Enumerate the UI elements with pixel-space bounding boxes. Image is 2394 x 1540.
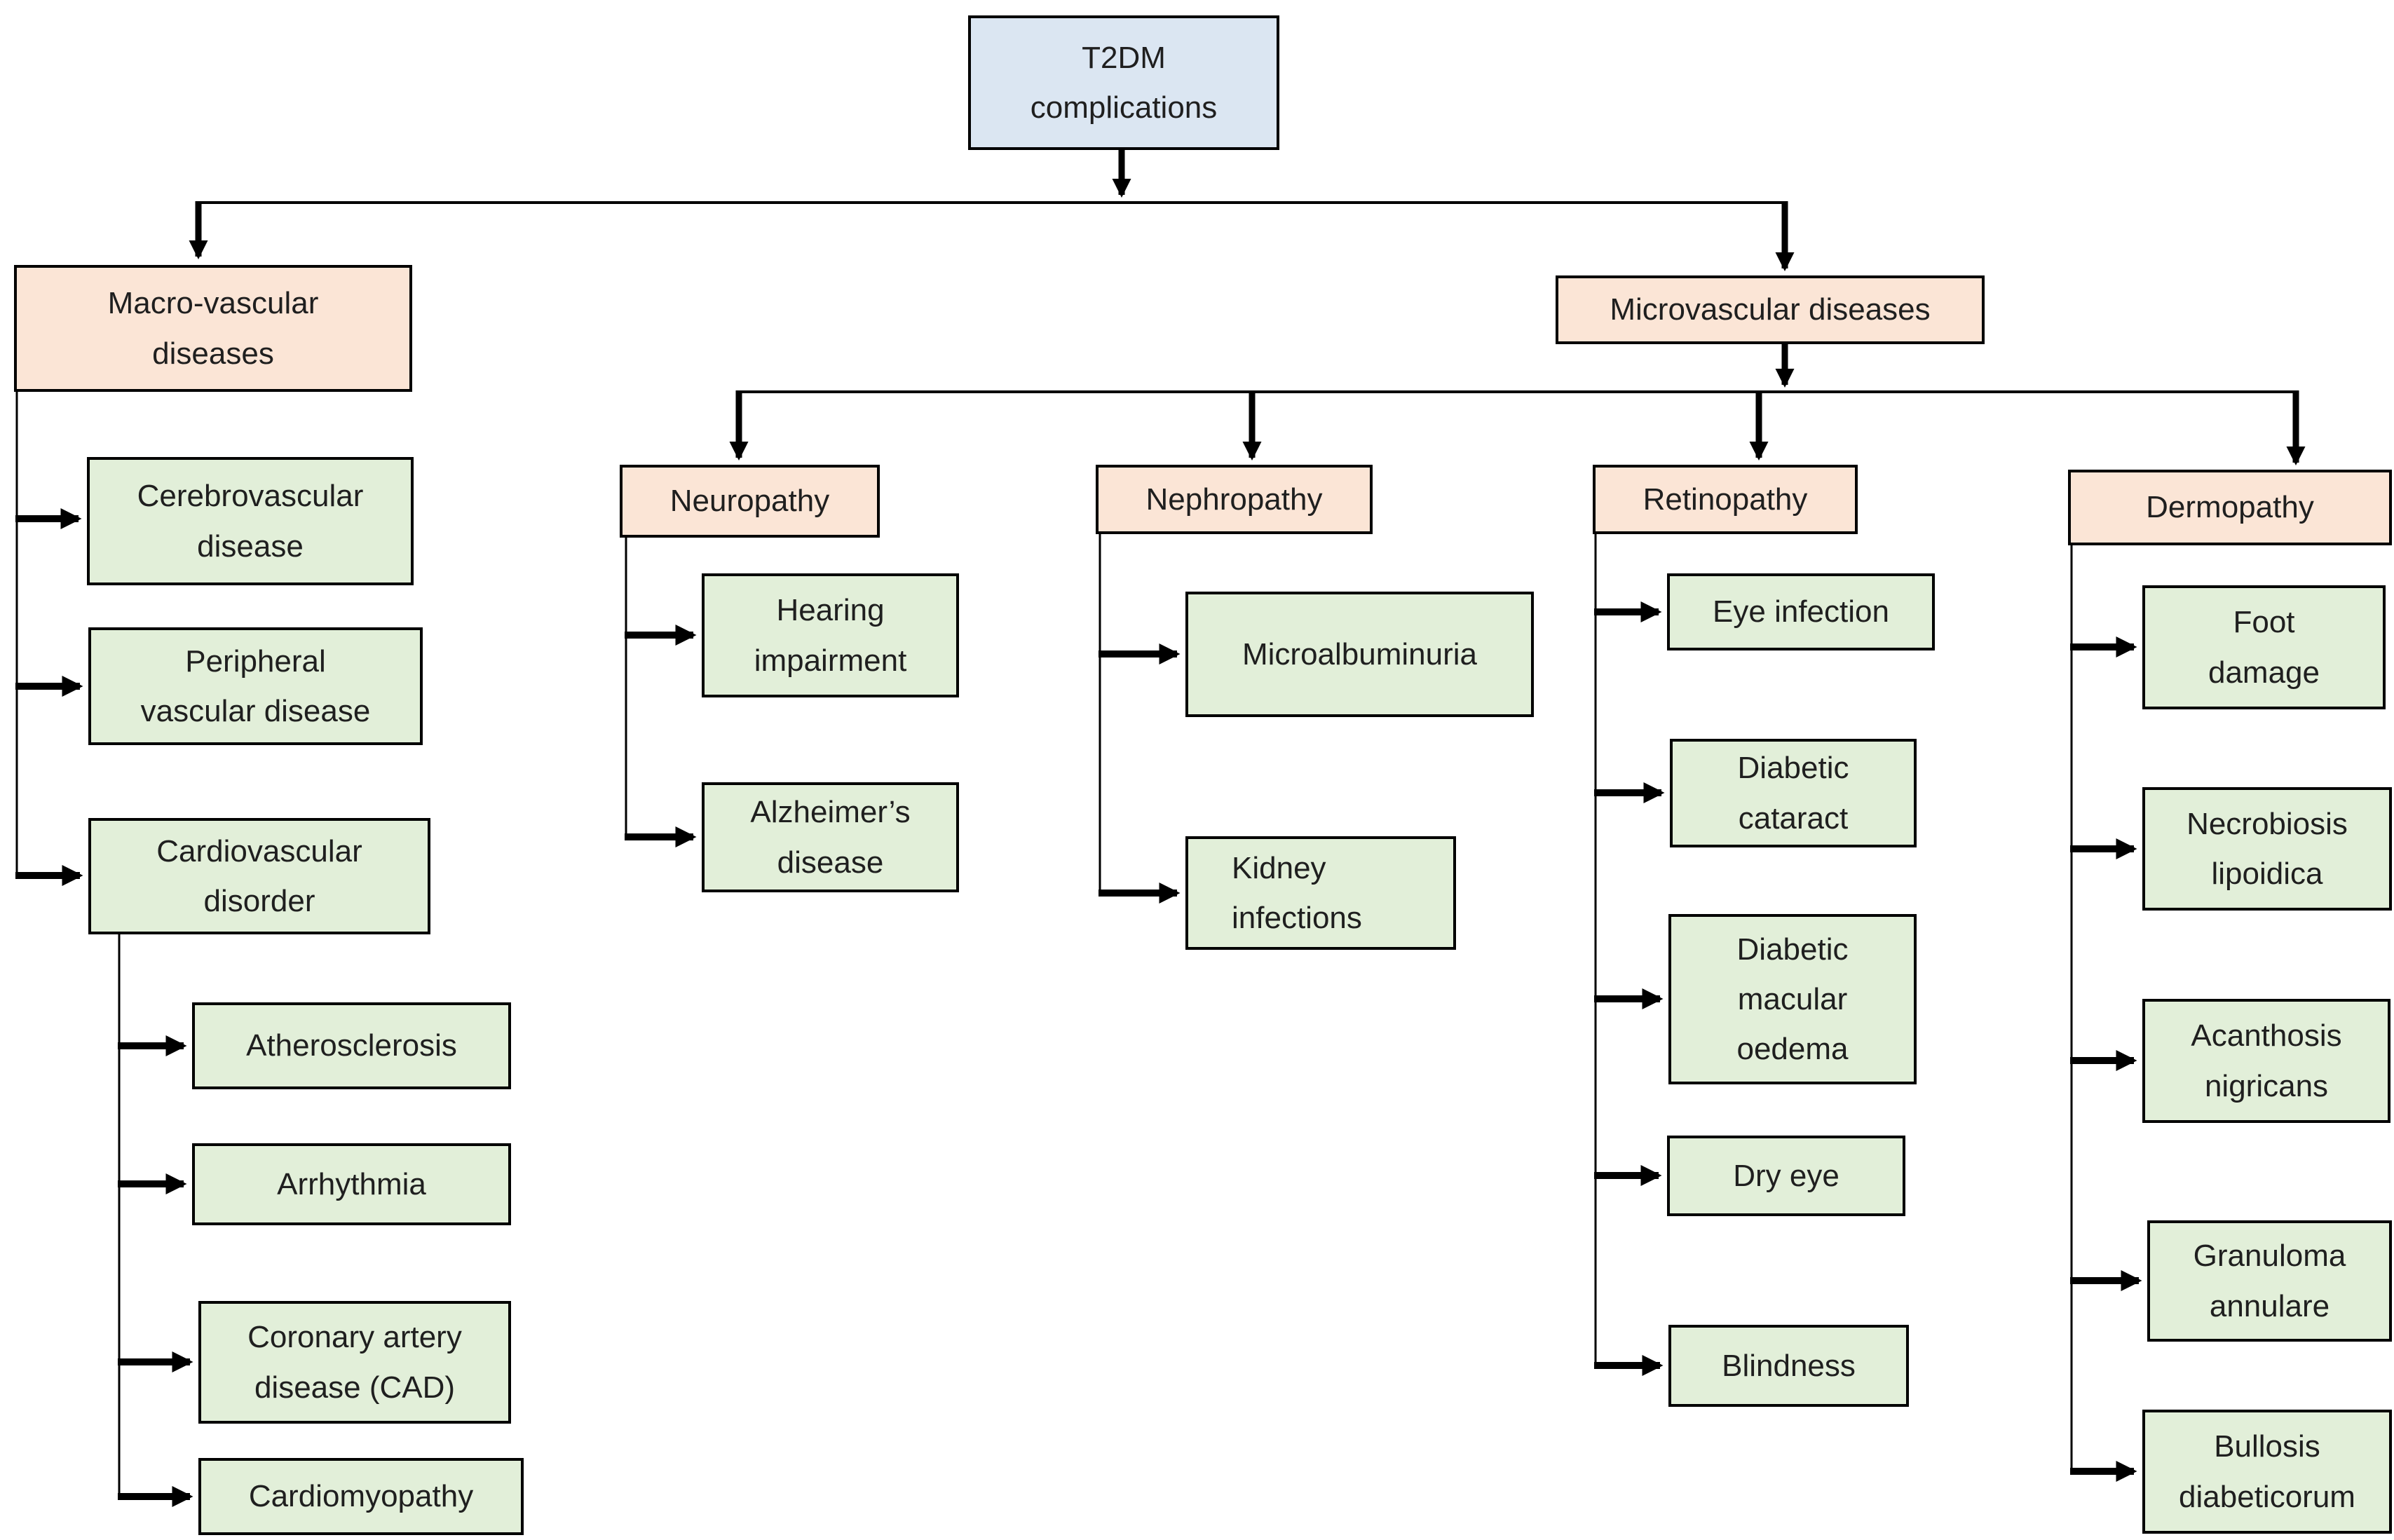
node-label: Cardiovascular disorder — [156, 833, 362, 918]
node-label: Granuloma annulare — [2193, 1239, 2346, 1323]
node-label: Alzheimer’s disease — [750, 795, 911, 880]
node-label: Microalbuminuria — [1242, 636, 1477, 672]
dermopathy-branch-connectors — [2070, 545, 2142, 1482]
node-arrhythmia: Arrhythmia — [192, 1143, 511, 1225]
node-cardiomyopathy: Cardiomyopathy — [198, 1458, 524, 1535]
node-label: Retinopathy — [1643, 482, 1808, 517]
node-necrobiosis-lipoidica: Necrobiosis lipoidica — [2142, 787, 2392, 911]
node-microvascular-diseases: Microvascular diseases — [1556, 275, 1985, 344]
neuropathy-branch-connectors — [625, 538, 697, 847]
node-label: Diabetic cataract — [1737, 751, 1849, 836]
node-label: Blindness — [1722, 1348, 1856, 1383]
node-neuropathy: Neuropathy — [620, 465, 880, 538]
node-label: Arrhythmia — [277, 1166, 426, 1201]
nephropathy-branch-connectors — [1099, 531, 1181, 904]
node-kidney-infections: Kidney infections — [1185, 836, 1456, 950]
node-label: Cerebrovascular disease — [137, 479, 364, 564]
node-label: Foot damage — [2208, 605, 2320, 690]
node-label: Dry eye — [1733, 1158, 1839, 1193]
node-cerebrovascular-disease: Cerebrovascular disease — [87, 457, 414, 585]
node-label: Bullosis diabeticorum — [2179, 1429, 2355, 1514]
node-label: Acanthosis nigricans — [2191, 1018, 2342, 1103]
node-label: Dermopathy — [2146, 490, 2314, 525]
node-label: Necrobiosis lipoidica — [2186, 806, 2348, 891]
node-label: Nephropathy — [1145, 482, 1323, 517]
node-bullosis-diabeticorum: Bullosis diabeticorum — [2142, 1410, 2392, 1534]
top-level-connectors — [189, 150, 2306, 466]
node-label: Diabetic macular oedema — [1736, 932, 1849, 1067]
node-t2dm-complications: T2DM complications — [968, 15, 1279, 150]
node-label: Eye infection — [1713, 594, 1889, 629]
node-cardiovascular-disorder: Cardiovascular disorder — [88, 818, 430, 934]
node-diabetic-macular-oedema: Diabetic macular oedema — [1668, 914, 1917, 1084]
node-macro-vascular-diseases: Macro-vascular diseases — [14, 265, 412, 392]
node-label: Atherosclerosis — [246, 1028, 457, 1063]
node-label: Neuropathy — [669, 484, 830, 519]
node-label: Peripheral vascular disease — [140, 643, 371, 728]
node-nephropathy: Nephropathy — [1096, 465, 1373, 534]
node-label: Microvascular diseases — [1610, 292, 1931, 327]
node-label: Coronary artery disease (CAD) — [247, 1320, 462, 1405]
node-label: Hearing impairment — [754, 593, 907, 678]
node-atherosclerosis: Atherosclerosis — [192, 1002, 511, 1089]
retinopathy-branch-connectors — [1594, 534, 1665, 1376]
node-label: T2DM complications — [1030, 40, 1218, 125]
node-label: Cardiomyopathy — [248, 1479, 474, 1514]
node-acanthosis-nigricans: Acanthosis nigricans — [2142, 999, 2390, 1123]
node-dry-eye: Dry eye — [1667, 1136, 1905, 1216]
node-eye-infection: Eye infection — [1667, 573, 1935, 650]
node-dermopathy: Dermopathy — [2068, 470, 2392, 545]
node-label: Kidney infections — [1232, 850, 1362, 935]
node-coronary-artery-disease: Coronary artery disease (CAD) — [198, 1301, 511, 1424]
node-granuloma-annulare: Granuloma annulare — [2147, 1220, 2392, 1342]
node-hearing-impairment: Hearing impairment — [702, 573, 959, 697]
macrovascular-branch-connectors — [15, 392, 193, 1507]
node-retinopathy: Retinopathy — [1593, 465, 1858, 534]
node-label: Macro-vascular diseases — [107, 286, 319, 371]
node-blindness: Blindness — [1668, 1325, 1909, 1407]
node-foot-damage: Foot damage — [2142, 585, 2386, 709]
node-diabetic-cataract: Diabetic cataract — [1670, 739, 1917, 847]
node-alzheimers-disease: Alzheimer’s disease — [702, 782, 959, 892]
node-microalbuminuria: Microalbuminuria — [1185, 592, 1534, 717]
node-peripheral-vascular-disease: Peripheral vascular disease — [88, 627, 423, 745]
